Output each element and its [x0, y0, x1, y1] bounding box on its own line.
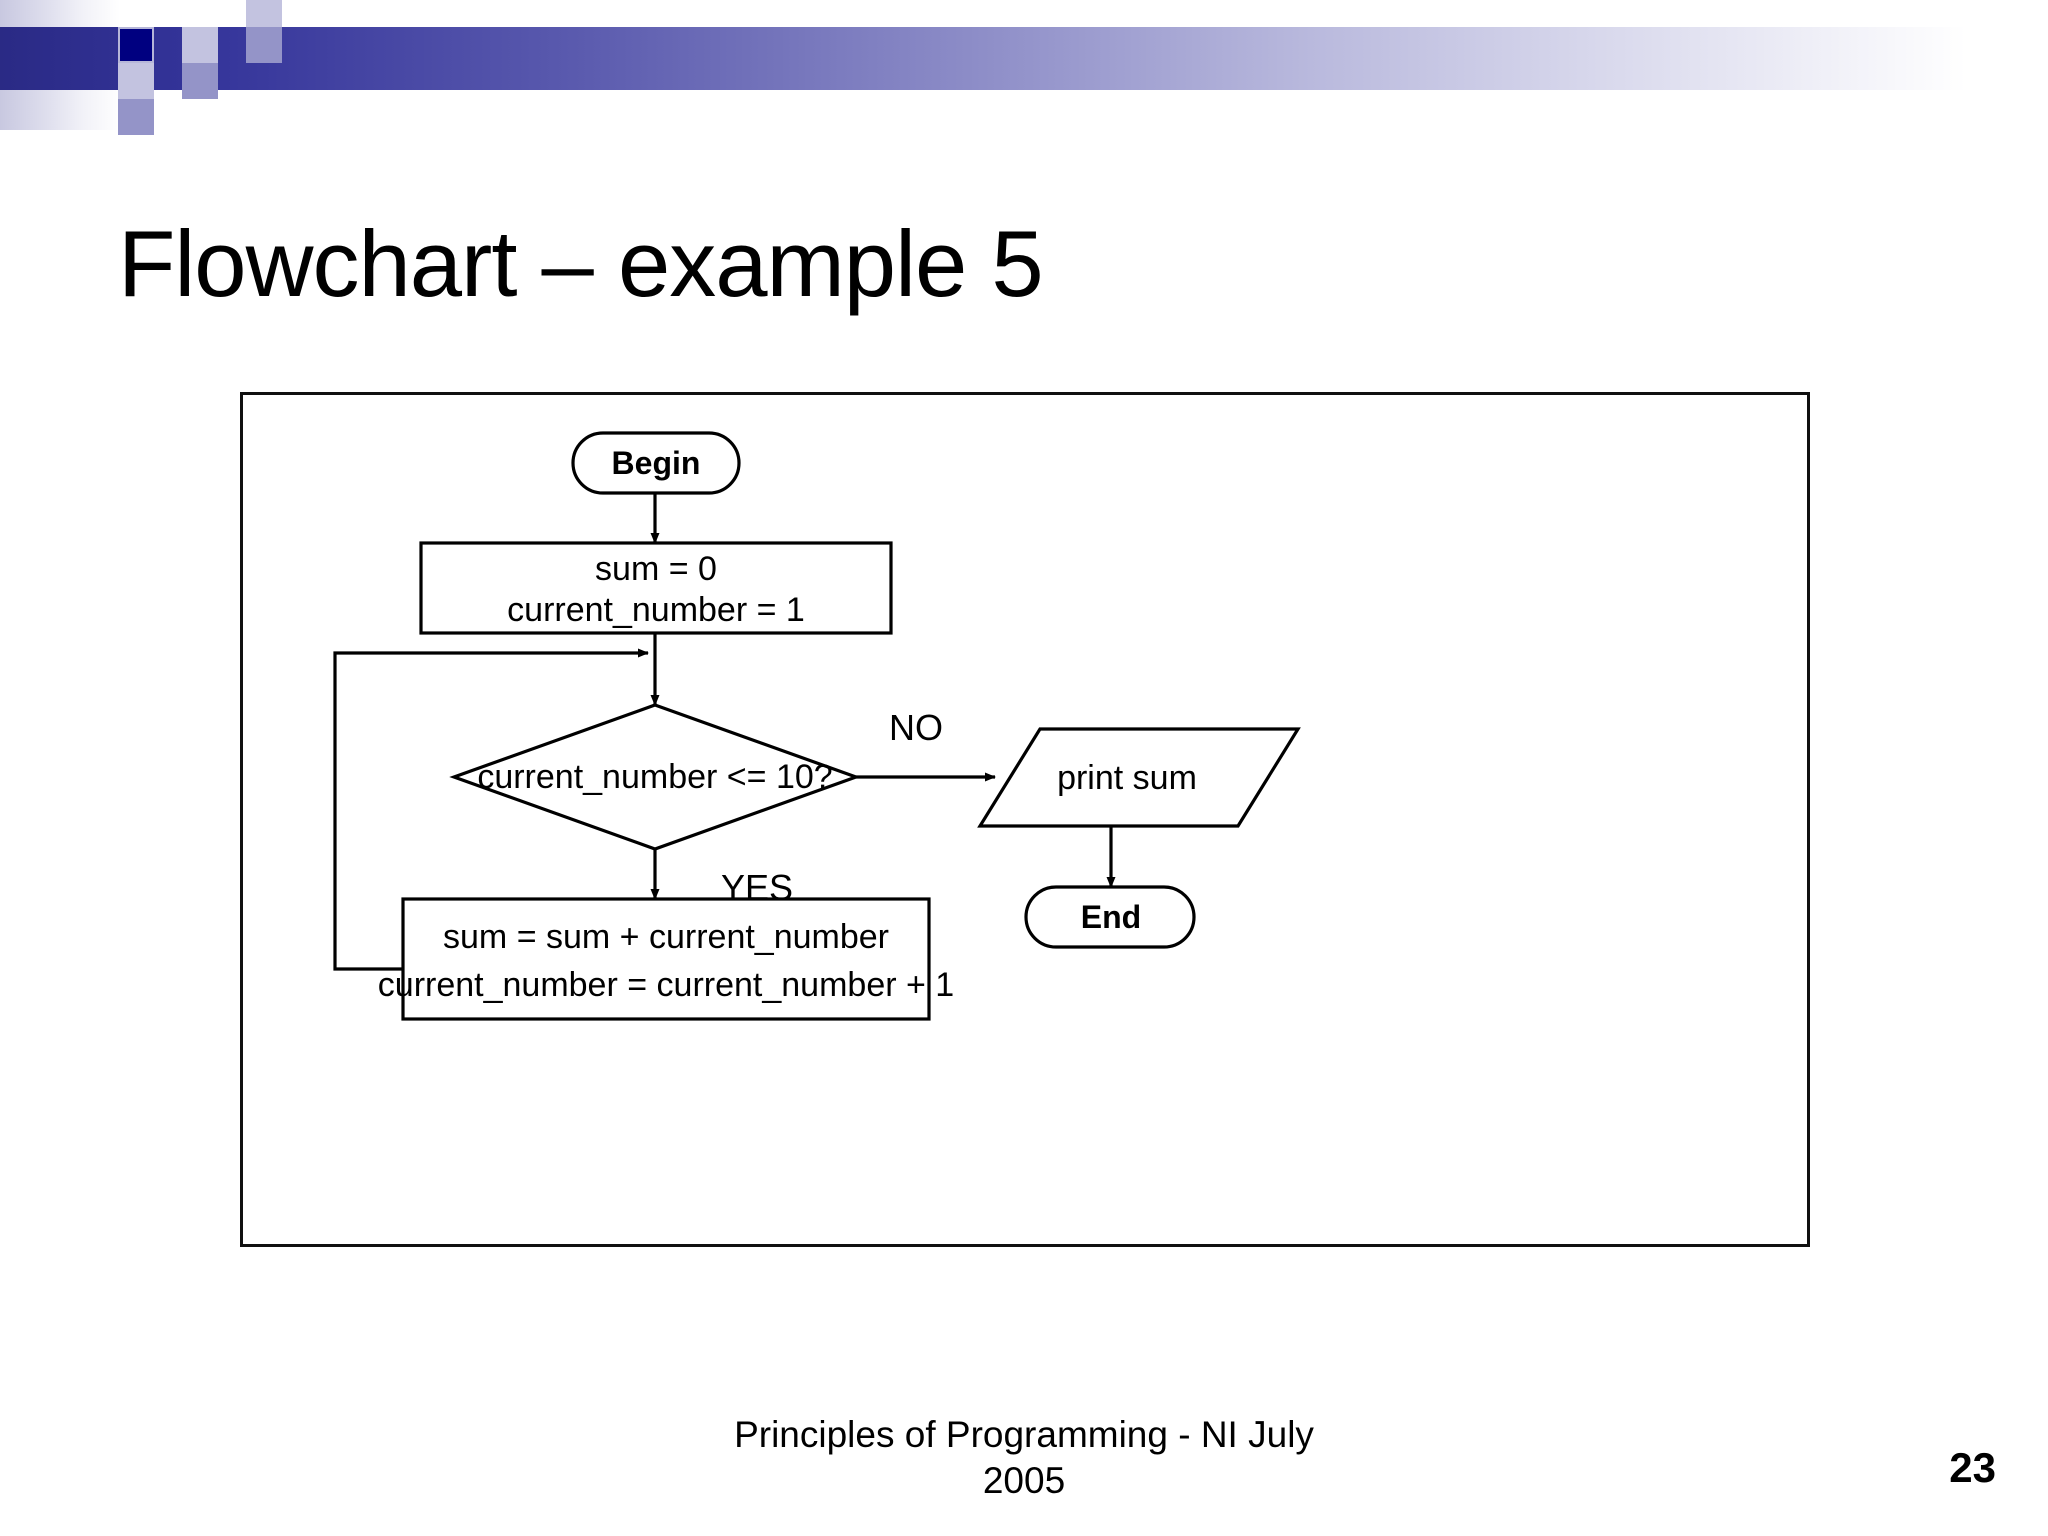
node-output[interactable]: print sum	[977, 727, 1301, 828]
node-accum[interactable]: sum = sum + current_number current_numbe…	[378, 897, 954, 1021]
decision-shape	[449, 703, 861, 851]
begin-shape	[571, 431, 741, 495]
footer-line-2: 2005	[982, 1460, 1066, 1502]
footer-line-1: Principles of Programming - NI July	[734, 1414, 1314, 1455]
deco-square-light-3	[118, 63, 154, 99]
deco-square-mid-1	[246, 27, 282, 63]
edge-accum-feedback-loop	[333, 648, 649, 971]
node-decision[interactable]: current_number <= 10?	[449, 703, 861, 851]
accum-label-line1: sum = sum + current_number	[443, 918, 889, 956]
end-label: End	[1081, 899, 1141, 935]
footer: Principles of Programming - NI July 2005	[0, 1412, 2048, 1505]
begin-label: Begin	[612, 445, 701, 481]
deco-square-navy-1	[118, 27, 154, 63]
page-title: Flowchart – example 5	[118, 210, 1044, 316]
node-init[interactable]: sum = 0 current_number = 1	[419, 541, 893, 635]
flowchart-diagram: Begin sum = 0 current_number = 1 current…	[333, 431, 1301, 1021]
deco-square-mid-2	[182, 63, 218, 99]
init-label-line1: sum = 0	[595, 550, 717, 588]
edge-label-no: NO	[889, 707, 943, 748]
output-label: print sum	[1057, 759, 1197, 797]
decision-label: current_number <= 10?	[477, 758, 832, 796]
node-begin[interactable]: Begin	[571, 431, 741, 495]
end-shape	[1024, 885, 1196, 949]
accum-shape	[401, 897, 931, 1021]
page-number: 23	[1949, 1444, 1996, 1491]
init-label-line2: current_number = 1	[507, 591, 805, 629]
node-end[interactable]: End	[1024, 885, 1196, 949]
init-shape	[419, 541, 893, 635]
header-gradient-bar	[0, 27, 2048, 90]
deco-square-mid-3	[118, 99, 154, 135]
deco-square-light-2	[182, 27, 218, 63]
accum-label-line2: current_number = current_number + 1	[378, 966, 954, 1004]
header-decoration	[0, 0, 2048, 135]
flowchart-container: Begin sum = 0 current_number = 1 current…	[240, 392, 1810, 1247]
output-shape	[977, 727, 1301, 828]
